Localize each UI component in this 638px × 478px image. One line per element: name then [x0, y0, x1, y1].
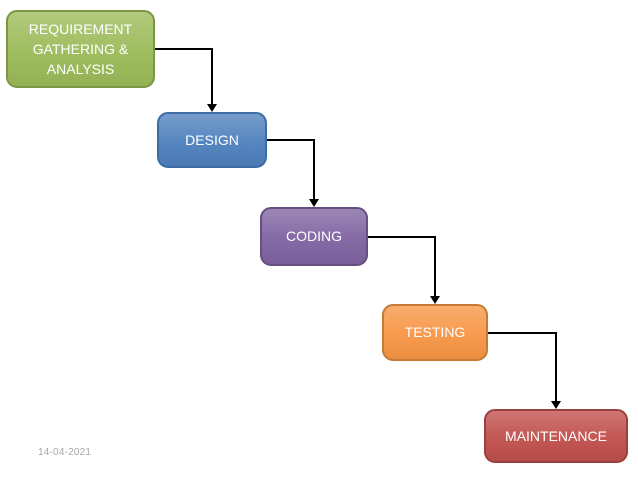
arrowhead-icon — [430, 296, 440, 304]
node-testing[interactable]: TESTING — [382, 304, 488, 361]
connector-coding-testing-vline — [434, 236, 436, 297]
node-coding[interactable]: CODING — [260, 207, 368, 266]
node-requirement[interactable]: REQUIREMENT GATHERING & ANALYSIS — [6, 10, 155, 88]
node-label-design: DESIGN — [185, 131, 239, 148]
node-label-requirement: REQUIREMENT GATHERING & ANALYSIS — [28, 20, 133, 78]
slide-date: 14-04-2021 — [38, 447, 92, 458]
connector-requirement-design-hline — [155, 48, 213, 50]
node-label-maintenance: MAINTENANCE — [505, 427, 607, 444]
arrowhead-icon — [309, 199, 319, 207]
node-maintenance[interactable]: MAINTENANCE — [484, 409, 628, 463]
connector-testing-maintenance-vline — [555, 332, 557, 402]
arrowhead-icon — [551, 401, 561, 409]
connector-design-coding-hline — [267, 139, 315, 141]
node-label-coding: CODING — [286, 228, 342, 245]
connector-testing-maintenance-hline — [488, 332, 557, 334]
node-design[interactable]: DESIGN — [157, 112, 267, 168]
connector-design-coding-vline — [313, 139, 315, 200]
connector-coding-testing-hline — [368, 236, 436, 238]
arrowhead-icon — [207, 104, 217, 112]
connector-requirement-design-vline — [211, 48, 213, 105]
node-label-testing: TESTING — [404, 324, 466, 341]
